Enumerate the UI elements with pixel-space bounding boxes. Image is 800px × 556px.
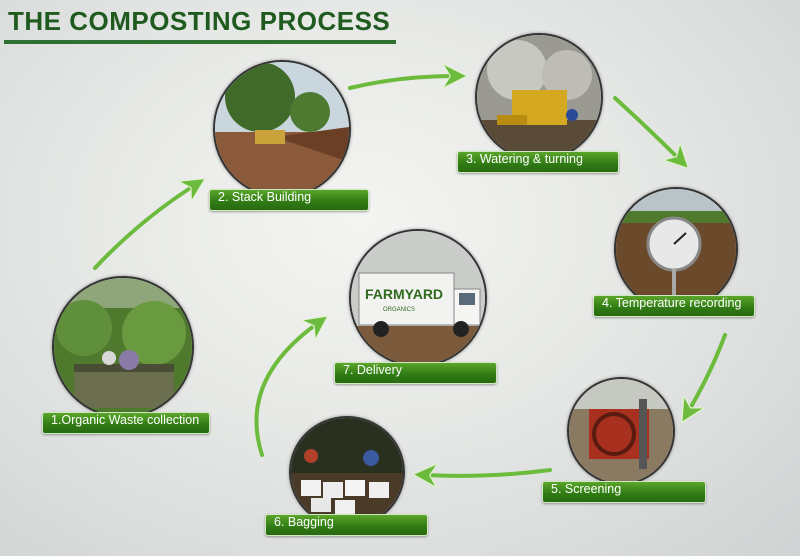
photo-delivery: FARMYARD ORGANICS [349, 229, 487, 367]
label-stack-building: 2. Stack Building [209, 189, 369, 211]
label-screening: 5. Screening [542, 481, 706, 503]
photo-organic-waste [52, 276, 194, 418]
photo-stack-building [213, 60, 351, 198]
label-bagging: 6. Bagging [265, 514, 428, 536]
truck-brand-text: FARMYARD [365, 286, 443, 302]
photo-temperature-recording [614, 187, 738, 311]
label-delivery: 7. Delivery [334, 362, 497, 384]
arrow-3-to-4 [613, 96, 680, 160]
arrow-4-to-5 [688, 333, 727, 412]
arrow-2-to-3 [348, 76, 455, 90]
arrow-5-to-6 [425, 470, 552, 476]
label-watering-turning: 3. Watering & turning [457, 151, 619, 173]
label-temperature-recording: 4. Temperature recording [593, 295, 755, 317]
photo-bagging [289, 416, 405, 528]
arrow-1-to-2 [93, 185, 195, 270]
label-organic-waste-collection: 1.Organic Waste collection [42, 412, 210, 434]
photo-watering-turning [475, 33, 603, 161]
arrow-6-to-7 [254, 323, 318, 457]
photo-screening [567, 377, 675, 485]
page-title: THE COMPOSTING PROCESS [8, 6, 391, 36]
title-underline [4, 40, 396, 44]
truck-sub-text: ORGANICS [383, 307, 415, 313]
